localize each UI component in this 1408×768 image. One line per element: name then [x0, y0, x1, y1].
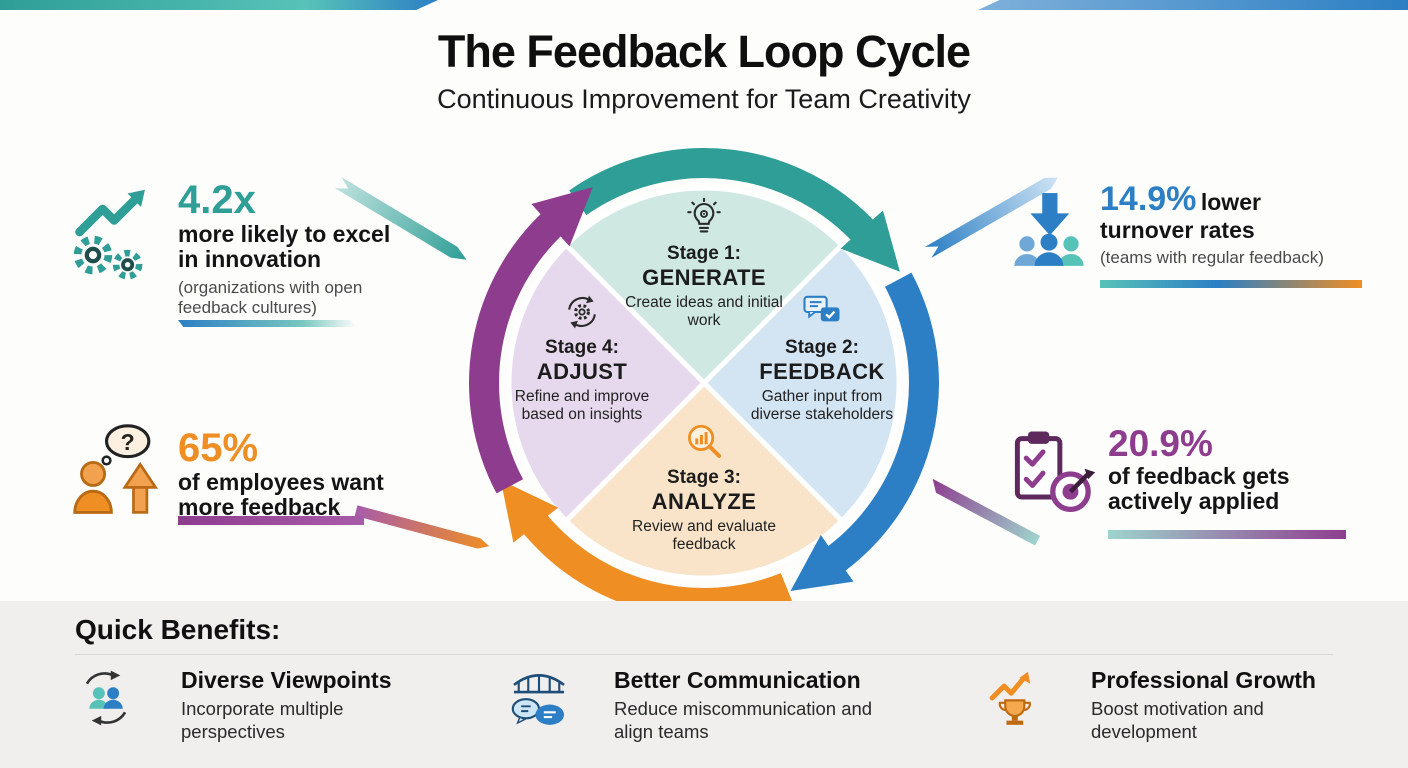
stage-desc: Gather input from diverse stakeholders	[750, 388, 894, 423]
stage-name: GENERATE	[642, 265, 766, 290]
benefit-diverse-viewpoints: Diverse Viewpoints Incorporate multiple …	[75, 667, 396, 743]
divider	[75, 654, 1333, 655]
underline-innovation	[178, 320, 356, 327]
benefit-desc: Boost motivation and development	[1091, 698, 1264, 742]
magnifier-chart-icon	[688, 424, 722, 458]
stat-text: of employees want more feedback	[178, 469, 384, 521]
stage-label: Stage 2:	[785, 337, 859, 358]
wedge-feedback	[700, 241, 902, 525]
stat-value: 4.2x	[178, 178, 256, 222]
stage-desc: Refine and improve based on insights	[514, 388, 650, 423]
wedge-generate	[562, 185, 846, 387]
cycle-graphic	[469, 148, 939, 618]
stat-turnover: 14.9% lower turnover rates (teams with r…	[1100, 182, 1392, 268]
benefit-better-communication: Better Communication Reduce miscommunica…	[508, 667, 914, 743]
cycle-arrow-adjust	[469, 187, 593, 494]
top-left-accent-bar	[0, 0, 438, 10]
top-right-accent-bar	[978, 0, 1408, 10]
stat-text: more likely to excel in innovation	[178, 221, 391, 273]
stat-value: 14.9%	[1100, 180, 1197, 218]
stat-text: turnover rates	[1100, 217, 1255, 243]
page-title: The Feedback Loop Cycle	[437, 26, 971, 77]
benefits-heading: Quick Benefits:	[75, 614, 281, 645]
bridge-chat-icon	[511, 674, 565, 725]
benefit-title: Diverse Viewpoints	[181, 667, 392, 693]
stat-employees: 65% of employees want more feedback	[178, 428, 408, 521]
person-thought-arrow-icon: ?	[73, 424, 159, 514]
benefit-title: Professional Growth	[1091, 667, 1316, 693]
stage-desc: Review and evaluate feedback	[632, 518, 776, 553]
trophy-growth-icon	[989, 671, 1031, 725]
stat-applied: 20.9% of feedback gets actively applied	[1108, 425, 1348, 515]
arrow-down-people-icon	[1014, 193, 1084, 266]
benefit-professional-growth: Professional Growth Boost motivation and…	[985, 667, 1361, 743]
cycle-arrow-analyze	[500, 480, 793, 618]
page-subtitle: Continuous Improvement for Team Creativi…	[437, 84, 971, 114]
stage-1-generate: Stage 1: GENERATE Create ideas and initi…	[609, 197, 799, 330]
refresh-gear-icon	[568, 295, 596, 329]
underline-employees	[178, 516, 364, 525]
stage-name: ANALYZE	[651, 489, 757, 514]
stat-innovation: 4.2x more likely to excel in innovation …	[178, 180, 396, 318]
stage-label: Stage 1:	[667, 243, 741, 264]
underline-applied	[1108, 530, 1346, 539]
stage-4-adjust: Stage 4: ADJUST Refine and improve based…	[502, 291, 662, 424]
stat-note: (teams with regular feedback)	[1100, 248, 1324, 268]
stage-name: FEEDBACK	[759, 359, 885, 384]
stage-name: ADJUST	[536, 359, 628, 384]
feedback-cycle-diagram: Stage 1: GENERATE Create ideas and initi…	[454, 133, 954, 633]
clipboard-target-icon	[1014, 431, 1096, 513]
benefits-section: Quick Benefits: Diverse Viewpoints Incor…	[0, 601, 1408, 768]
question-mark-glyph: ?	[121, 429, 135, 455]
stage-label: Stage 3:	[667, 467, 741, 488]
cycle-arrow-feedback	[790, 272, 939, 592]
stage-3-analyze: Stage 3: ANALYZE Review and evaluate fee…	[606, 421, 802, 554]
gears-trend-up-icon	[73, 189, 145, 280]
benefit-title: Better Communication	[614, 667, 861, 693]
stat-text: of feedback gets actively applied	[1108, 463, 1290, 515]
benefit-desc: Reduce miscommunication and align teams	[614, 698, 873, 742]
stat-note: (organizations with open feedback cultur…	[178, 277, 363, 317]
lightbulb-icon	[687, 197, 721, 233]
stage-2-feedback: Stage 2: FEEDBACK Gather input from dive…	[742, 291, 902, 424]
stat-value: 20.9%	[1108, 423, 1213, 464]
benefit-desc: Incorporate multiple perspectives	[181, 698, 344, 742]
stat-text-inline: lower	[1200, 189, 1261, 215]
feedback-chat-icon	[803, 295, 840, 322]
underline-turnover	[1100, 280, 1362, 288]
stat-value: 65%	[178, 426, 259, 470]
stage-desc: Create ideas and initial work	[625, 294, 783, 329]
people-cycle-icon	[85, 670, 127, 726]
cycle-arrow-generate	[569, 148, 900, 272]
stage-label: Stage 4:	[545, 337, 619, 358]
